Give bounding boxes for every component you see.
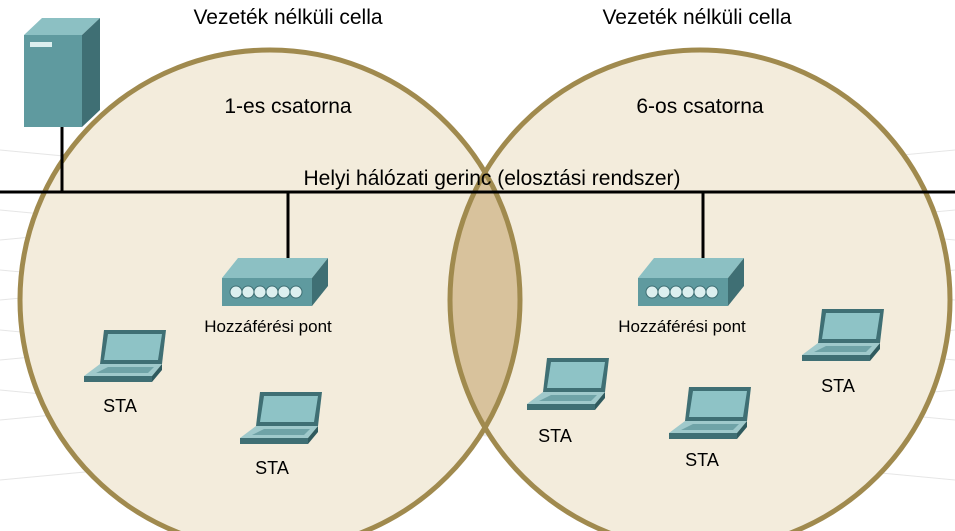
cell-left-border [17, 47, 523, 531]
station-label: STA [103, 396, 137, 416]
cell-left-title: Vezeték nélküli cella [193, 6, 382, 29]
access-point-right-icon [637, 257, 745, 307]
access-point-right-label: Hozzáférési pont [618, 317, 746, 336]
cell-left-channel: 1-es csatorna [224, 95, 352, 118]
access-point-left-icon [221, 257, 329, 307]
server-icon [24, 18, 100, 127]
cell-right-channel: 6-os csatorna [636, 95, 764, 118]
backbone-label: Helyi hálózati gerinc (elosztási rendsze… [304, 167, 681, 190]
station-label: STA [685, 450, 719, 470]
access-point-left-label: Hozzáférési pont [204, 317, 332, 336]
cell-right-border [447, 47, 953, 531]
station-label: STA [821, 376, 855, 396]
cell-right-title: Vezeték nélküli cella [602, 6, 791, 29]
station-label: STA [538, 426, 572, 446]
station-label: STA [255, 458, 289, 478]
